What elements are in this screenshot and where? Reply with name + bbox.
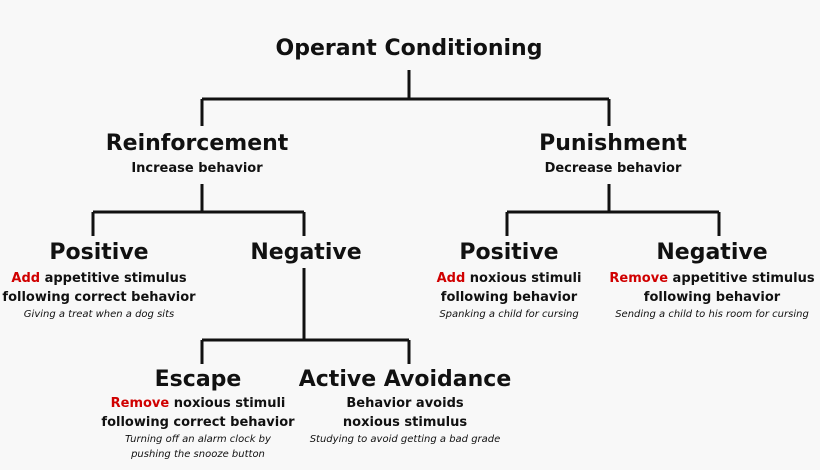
punishment-title: Punishment bbox=[539, 131, 687, 156]
add-keyword: Add bbox=[11, 271, 41, 286]
reinforcement-negative-title: Negative bbox=[250, 240, 362, 265]
reinforcement-positive-line2: following correct behavior bbox=[2, 290, 196, 305]
remove-keyword: Remove bbox=[609, 271, 669, 286]
active-avoidance-example: Studying to avoid getting a bad grade bbox=[309, 434, 501, 445]
punishment-negative-line1: Remove appetitive stimulus bbox=[609, 269, 814, 288]
escape-example-line2: pushing the snooze button bbox=[131, 449, 265, 460]
punishment-positive-line2: following behavior bbox=[440, 290, 578, 305]
active-avoidance-node: Active Avoidance Behavior avoids noxious… bbox=[299, 367, 512, 447]
punishment-positive-title: Positive bbox=[459, 240, 559, 265]
reinforcement-positive-example: Giving a treat when a dog sits bbox=[23, 309, 175, 320]
punishment-positive-line1: Add noxious stimuli bbox=[437, 269, 582, 288]
escape-title: Escape bbox=[154, 367, 242, 392]
reinforcement-negative-node: Negative bbox=[250, 240, 361, 266]
negative-connector bbox=[200, 268, 411, 364]
active-avoidance-line2: noxious stimulus bbox=[342, 415, 468, 430]
active-avoidance-line1: Behavior avoids bbox=[346, 396, 464, 411]
reinforcement-positive-line1: Add appetitive stimulus bbox=[2, 269, 195, 288]
punishment-positive-node: Positive Add noxious stimuli following b… bbox=[437, 240, 582, 322]
reinforcement-positive-node: Positive Add appetitive stimulus followi… bbox=[2, 240, 195, 322]
escape-example-line1: Turning off an alarm clock by bbox=[125, 434, 271, 445]
reinforcement-subtitle: Increase behavior bbox=[131, 161, 263, 176]
punishment-subtitle: Decrease behavior bbox=[544, 161, 682, 176]
reinforcement-title: Reinforcement bbox=[105, 131, 289, 156]
reinforcement-positive-title: Positive bbox=[49, 240, 149, 265]
active-avoidance-title: Active Avoidance bbox=[298, 367, 512, 392]
line1-rest: noxious stimuli bbox=[465, 271, 582, 286]
root-connector bbox=[200, 70, 611, 126]
escape-line1: Remove noxious stimuli bbox=[101, 394, 294, 413]
reinforcement-node: Reinforcement Increase behavior bbox=[106, 131, 289, 178]
punishment-negative-line2: following behavior bbox=[643, 290, 781, 305]
escape-node: Escape Remove noxious stimuli following … bbox=[101, 367, 294, 462]
root-node: Operant Conditioning bbox=[276, 36, 543, 62]
add-keyword: Add bbox=[436, 271, 466, 286]
line1-rest: appetitive stimulus bbox=[40, 271, 187, 286]
punishment-connector bbox=[505, 184, 721, 236]
punishment-negative-node: Negative Remove appetitive stimulus foll… bbox=[609, 240, 814, 322]
line1-rest: appetitive stimulus bbox=[668, 271, 815, 286]
punishment-positive-example: Spanking a child for cursing bbox=[439, 309, 579, 320]
escape-line2: following correct behavior bbox=[101, 415, 295, 430]
punishment-node: Punishment Decrease behavior bbox=[539, 131, 687, 178]
root-title: Operant Conditioning bbox=[275, 36, 543, 61]
remove-keyword: Remove bbox=[110, 396, 170, 411]
reinforcement-connector bbox=[91, 184, 306, 236]
punishment-negative-title: Negative bbox=[656, 240, 768, 265]
punishment-negative-example: Sending a child to his room for cursing bbox=[615, 309, 809, 320]
line1-rest: noxious stimuli bbox=[169, 396, 286, 411]
